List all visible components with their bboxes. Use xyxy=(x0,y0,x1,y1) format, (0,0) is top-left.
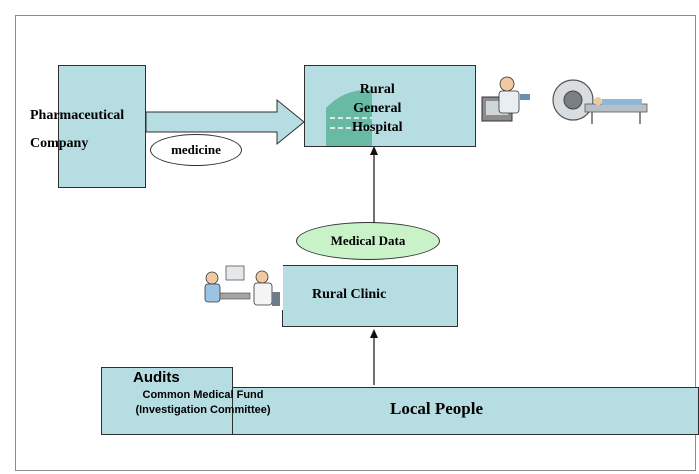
audits-title: Audits xyxy=(133,369,180,386)
audits-box xyxy=(101,367,233,435)
medicine-label: medicine xyxy=(150,134,242,166)
pharmaceutical-company-box xyxy=(58,65,146,188)
rural-clinic-label: Rural Clinic xyxy=(312,287,387,302)
rural-general-hospital-label: Rural General Hospital xyxy=(352,82,403,135)
pharmaceutical-company-label: Pharmaceutical Company xyxy=(30,108,125,151)
local-people-label: Local People xyxy=(390,399,484,418)
local-people-box xyxy=(231,387,699,435)
common-medical-fund-label: Common Medical Fund (Investigation Commi… xyxy=(135,389,271,416)
medical-data-label: Medical Data xyxy=(296,222,440,260)
rural-clinic-box xyxy=(282,265,458,327)
